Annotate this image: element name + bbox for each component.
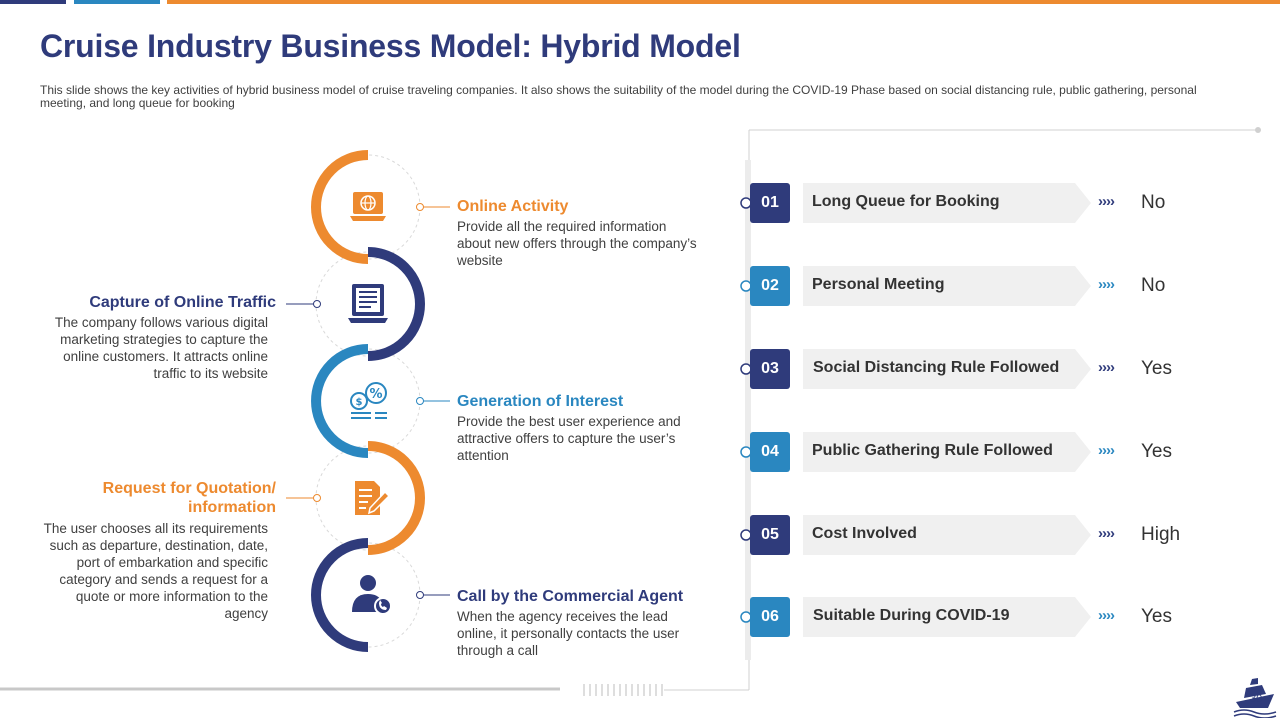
chevron-icon: ›››› <box>1098 193 1115 210</box>
row-number-badge: 03 <box>750 349 790 389</box>
row-label: Personal Meeting <box>812 276 945 293</box>
cruise-ship-icon <box>1233 678 1277 718</box>
chevron-icon: ›››› <box>1098 442 1115 459</box>
row-number-badge: 05 <box>750 515 790 555</box>
row-label: Long Queue for Booking <box>812 193 1000 210</box>
row-label-bar <box>803 597 1091 637</box>
discount-offer-icon: % $ <box>350 382 387 419</box>
page-subtitle: This slide shows the key activities of h… <box>40 83 1197 110</box>
row-label-bar <box>803 183 1091 223</box>
top-bar-orange <box>167 0 1280 4</box>
row-number-badge: 04 <box>750 432 790 472</box>
row-value: No <box>1141 275 1166 296</box>
step-title: Capture of Online Traffic <box>89 294 276 311</box>
page-number: 30 <box>1250 693 1263 705</box>
document-edit-icon <box>355 481 390 515</box>
step-description: Provide the best user experience and att… <box>457 414 681 463</box>
step-capture-online-traffic: Capture of Online Traffic The company fo… <box>40 293 276 382</box>
row-number-badge: 06 <box>750 597 790 637</box>
step-generation-of-interest: Generation of Interest Provide the best … <box>457 392 697 464</box>
chevron-icon: ›››› <box>1098 276 1115 293</box>
chevron-icon: ›››› <box>1098 607 1115 624</box>
row-value: Yes <box>1141 441 1172 462</box>
row-label: Social Distancing Rule Followed <box>813 359 1060 376</box>
row-label: Public Gathering Rule Followed <box>812 442 1053 459</box>
agent-phone-icon <box>352 575 392 615</box>
step-title: Online Activity <box>457 198 569 215</box>
row-label-bar <box>803 349 1091 389</box>
svg-text:$: $ <box>356 397 363 408</box>
step-title: Generation of Interest <box>457 393 624 410</box>
row-value: No <box>1141 192 1166 213</box>
row-value: High <box>1141 524 1181 545</box>
svg-text:%: % <box>369 387 382 402</box>
webpage-laptop-icon <box>348 284 388 323</box>
row-number-badge: 02 <box>750 266 790 306</box>
row-number-badge: 01 <box>750 183 790 223</box>
step-call-by-commercial-agent: Call by the Commercial Agent When the ag… <box>457 587 707 659</box>
top-bar-navy <box>0 0 66 4</box>
step-description: The company follows various digital mark… <box>54 315 268 381</box>
step-online-activity: Online Activity Provide all the required… <box>457 197 697 269</box>
row-label-bar <box>803 432 1091 472</box>
row-value: Yes <box>1141 358 1172 379</box>
row-label-bar <box>803 515 1091 555</box>
laptop-globe-icon <box>350 192 386 221</box>
step-description: The user chooses all its requirements su… <box>43 521 268 621</box>
row-label: Suitable During COVID-19 <box>813 607 1010 624</box>
page-title: Cruise Industry Business Model: Hybrid M… <box>40 28 741 64</box>
row-label: Cost Involved <box>812 525 917 542</box>
step-title: Request for Quotation/ information <box>102 480 276 516</box>
step-description: Provide all the required information abo… <box>457 219 697 268</box>
chevron-icon: ›››› <box>1098 525 1115 542</box>
step-title: Call by the Commercial Agent <box>457 588 684 605</box>
top-bar-blue <box>74 0 160 4</box>
row-value: Yes <box>1141 606 1172 627</box>
step-request-for-quotation: Request for Quotation/ information The u… <box>40 479 276 622</box>
row-label-bar <box>803 266 1091 306</box>
chevron-icon: ›››› <box>1098 359 1115 376</box>
step-description: When the agency receives the lead online… <box>457 609 680 658</box>
